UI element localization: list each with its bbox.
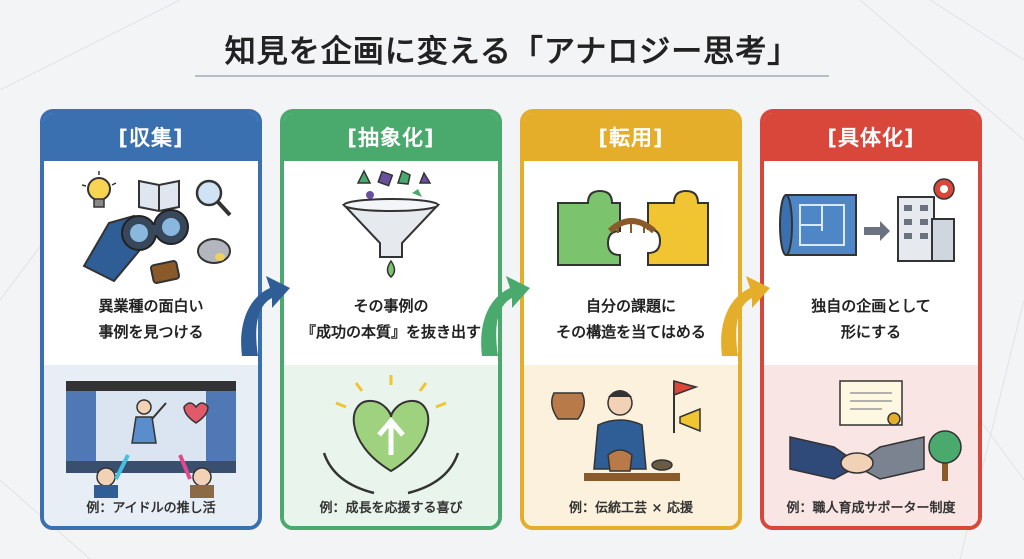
- bowl-icon: [651, 459, 673, 471]
- right-arrow-icon: [864, 221, 890, 241]
- step-heading: [転用]: [524, 113, 738, 161]
- step-card-transfer: [転用] 自分の課題に その構造を当てはめる 例：伝統工芸 × 応援: [520, 109, 742, 530]
- stone-icon: [197, 238, 231, 264]
- idol-stage-illustration: [66, 381, 236, 498]
- example-label: 例：職人育成サポーター制度: [786, 501, 956, 516]
- step-description: 自分の課題に その構造を当てはめる: [556, 297, 706, 341]
- step-card-abstract: [抽象化] その事例の 『成功の本質』を抜き出す 例：: [280, 109, 502, 530]
- example-panel: 例：伝統工芸 × 応援: [524, 365, 738, 526]
- pottery-icon: [607, 449, 633, 472]
- green-puzzle-icon: [557, 189, 621, 266]
- yellow-puzzle-icon: [647, 189, 709, 266]
- puzzle-illustration: [557, 189, 709, 266]
- step-heading: [具体化]: [764, 113, 978, 161]
- blueprint-icon: [779, 194, 857, 256]
- vase-icon: [551, 392, 585, 420]
- shapes-icon: [356, 169, 432, 199]
- example-label: 例：アイドルの推し活: [86, 501, 216, 516]
- rays-icon: [335, 375, 447, 409]
- step-card-materialize: [具体化] 独自の企画として 形にする: [760, 109, 982, 530]
- lightbulb-icon: [81, 171, 117, 208]
- handshake-illustration: [789, 380, 962, 481]
- step-description: 異業種の面白い 事例を見つける: [98, 297, 204, 341]
- book-icon: [138, 179, 180, 213]
- craftsman-figure-icon: [593, 390, 647, 470]
- step-card-collect: [収集] 異業種の面白い: [40, 109, 262, 530]
- certificate-icon: [839, 380, 903, 426]
- funnel-icon: [341, 198, 441, 278]
- magnifier-icon: [195, 179, 232, 217]
- arrow-transfer-to-materialize-icon: [721, 276, 770, 356]
- drop-icon: [386, 259, 396, 278]
- example-panel: 例：アイドルの推し活: [44, 365, 258, 526]
- example-panel: 例：成長を応援する喜び: [284, 365, 498, 526]
- idol-figure-icon: [131, 399, 167, 444]
- example-panel: 例：職人育成サポーター制度: [764, 365, 978, 526]
- heart-bubble-icon: [183, 402, 209, 424]
- arrow-abstract-to-transfer-icon: [481, 276, 530, 356]
- up-arrow-icon: [377, 417, 405, 455]
- hands-icon: [322, 452, 460, 495]
- fan-figures-icon: [94, 454, 214, 498]
- binoculars-illustration: [81, 171, 232, 284]
- title-underline: [195, 75, 829, 77]
- blueprint-to-building-illustration: [779, 178, 955, 262]
- building-icon: [897, 196, 955, 262]
- binoculars-icon: [82, 209, 189, 283]
- example-label: 例：伝統工芸 × 応援: [569, 501, 693, 516]
- funnel-illustration: [341, 169, 441, 278]
- craftsman-illustration: [551, 380, 701, 481]
- step-description: その事例の 『成功の本質』を抜き出す: [300, 297, 481, 341]
- wallet-icon: [149, 260, 181, 284]
- step-heading: [収集]: [44, 113, 258, 161]
- gear-icon: [933, 178, 955, 200]
- heart-hands-illustration: [322, 375, 460, 495]
- tree-icon: [928, 430, 962, 481]
- handshake-icon: [789, 436, 925, 480]
- step-heading: [抽象化]: [284, 113, 498, 161]
- example-label: 例：成長を応援する喜び: [319, 501, 463, 516]
- step-description: 独自の企画として 形にする: [811, 297, 931, 341]
- megaphone-icon: [679, 407, 701, 433]
- flag-icon: [673, 380, 699, 397]
- arrow-collect-to-abstract-icon: [241, 276, 290, 356]
- page-title: 知見を企画に変える「アナロジー思考」: [224, 34, 800, 70]
